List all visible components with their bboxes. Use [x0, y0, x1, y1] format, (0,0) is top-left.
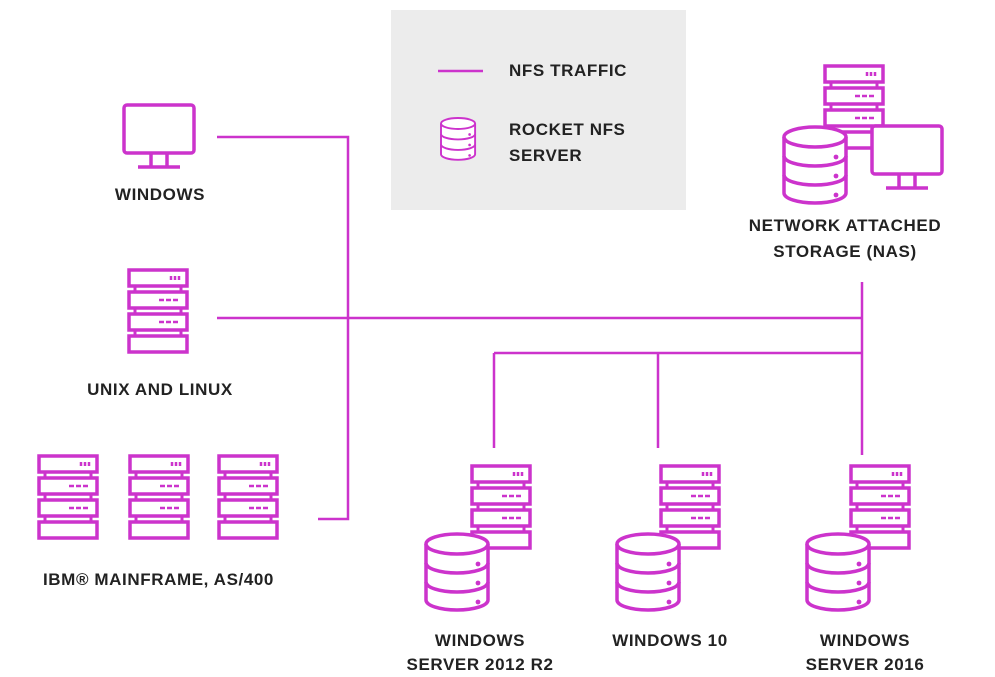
- database-icon: [440, 117, 477, 161]
- win10-label: WINDOWS 10: [612, 631, 728, 650]
- server2016-database-icon: [805, 532, 871, 612]
- mainframe-rack-icon-2: [128, 454, 190, 540]
- mainframe-rack-icon-1: [37, 454, 99, 540]
- legend-server-label-line1: ROCKET NFS: [509, 120, 626, 139]
- windows-label: WINDOWS: [114, 185, 206, 204]
- nas-label-line1: NETWORK ATTACHED: [748, 216, 942, 235]
- legend-server-label-line2: SERVER: [509, 146, 583, 165]
- legend-box: [391, 10, 686, 210]
- server-rack-icon: [127, 268, 189, 354]
- legend-nfs-traffic-label: NFS TRAFFIC: [509, 61, 628, 80]
- monitor-icon: [122, 103, 196, 169]
- nfs-connection-lines: [217, 135, 864, 521]
- server2016-label-line2: SERVER 2016: [805, 655, 925, 674]
- mainframe-label: IBM® MAINFRAME, AS/400: [42, 570, 274, 589]
- win10-database-icon: [615, 532, 681, 612]
- server2012-label-line2: SERVER 2012 R2: [406, 655, 554, 674]
- server2016-icon: [805, 464, 911, 612]
- server2016-label-line1: WINDOWS: [819, 631, 911, 650]
- nas-label-line2: STORAGE (NAS): [773, 242, 917, 261]
- nas-icon: [782, 64, 944, 205]
- server2012-database-icon: [424, 532, 490, 612]
- server2012-icon: [424, 464, 532, 612]
- nas-monitor-icon: [870, 124, 944, 190]
- server2012-label-line1: WINDOWS: [434, 631, 526, 650]
- nas-database-icon: [782, 125, 848, 205]
- mainframe-rack-icon-3: [217, 454, 279, 540]
- windows-link: [217, 135, 350, 521]
- win10-icon: [615, 464, 721, 612]
- unix-label: UNIX AND LINUX: [87, 380, 233, 399]
